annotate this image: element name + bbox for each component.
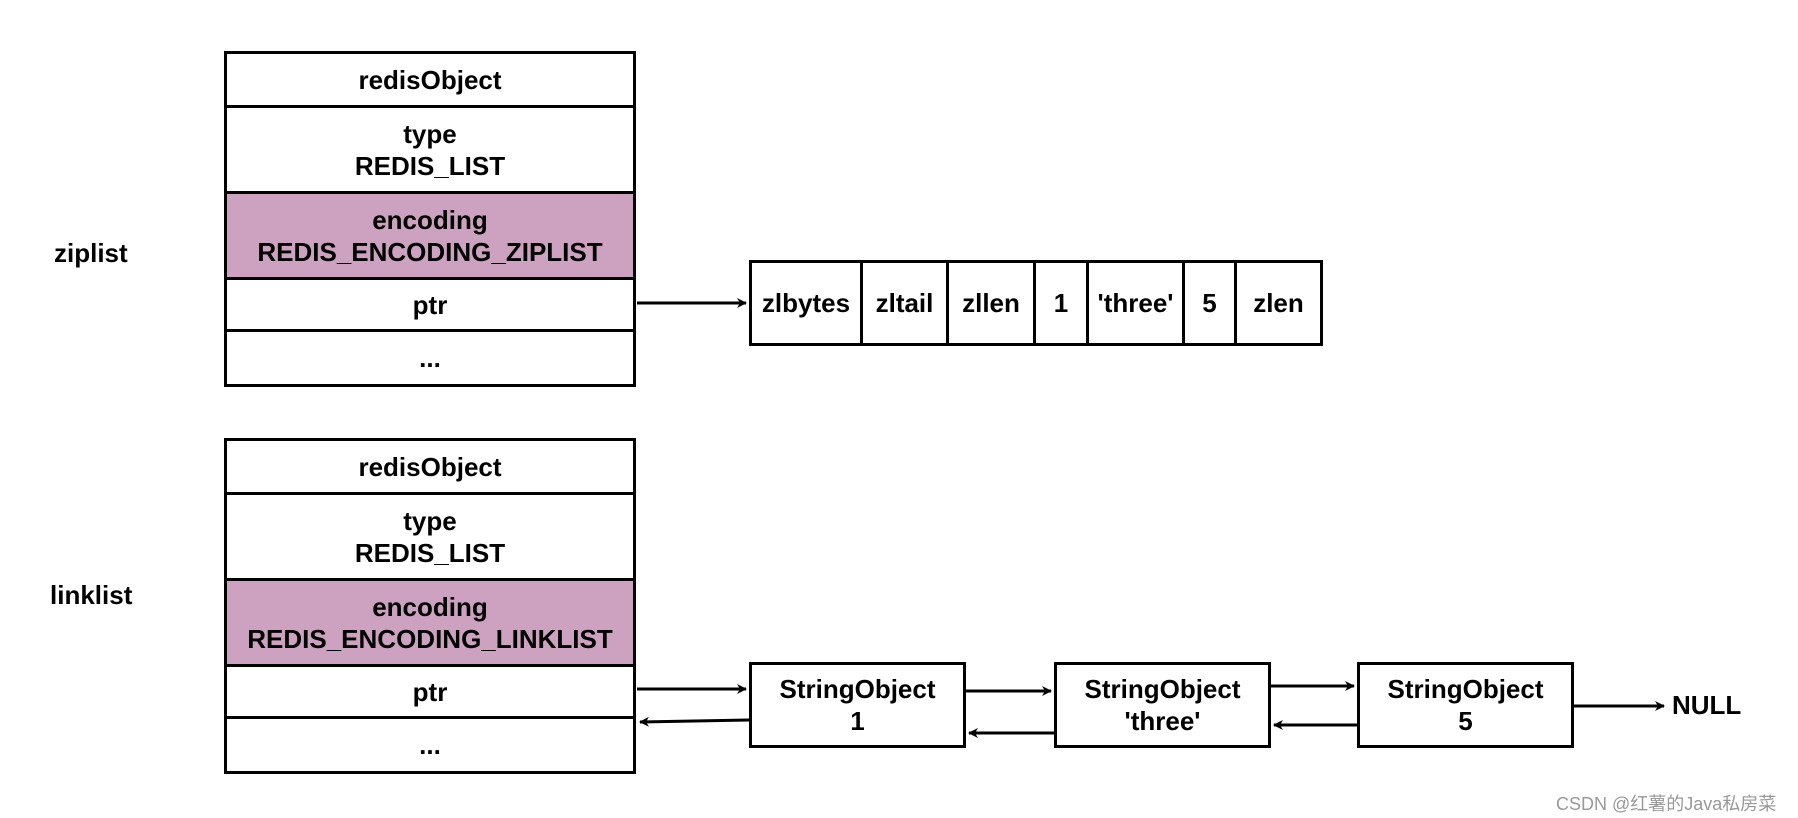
encoding-field-name: encoding <box>372 204 488 235</box>
ptr-field: ptr <box>227 280 633 332</box>
type-field: type REDIS_LIST <box>227 108 633 194</box>
prev-arrow-node1 <box>639 716 750 727</box>
ziplist-cell: zlen <box>1253 287 1304 318</box>
linklist-label: linklist <box>50 580 133 610</box>
ziplist-label: ziplist <box>54 238 128 268</box>
type-field: type REDIS_LIST <box>227 495 633 581</box>
ptr-field: ptr <box>227 667 633 719</box>
encoding-field-name: encoding <box>372 591 488 622</box>
encoding-field: encoding REDIS_ENCODING_LINKLIST <box>227 581 633 667</box>
string-object-node-1: StringObject 1 <box>749 662 966 748</box>
redis-object-header: redisObject <box>227 54 633 108</box>
ptr-field-text: ptr <box>412 676 448 707</box>
redis-object-header-text: redisObject <box>358 64 502 95</box>
watermark: CSDN @红薯的Java私房菜 <box>1556 794 1777 814</box>
encoding-field: encoding REDIS_ENCODING_ZIPLIST <box>227 194 633 280</box>
ziplist-cell: zltail <box>863 263 949 343</box>
encoding-field-value: REDIS_ENCODING_ZIPLIST <box>257 236 603 267</box>
ptr-field-text: ptr <box>412 289 448 320</box>
node-value: 'three' <box>1124 706 1201 736</box>
node-title: StringObject <box>779 674 936 704</box>
more-field: ... <box>227 332 633 384</box>
encoding-field-value: REDIS_ENCODING_LINKLIST <box>247 623 613 654</box>
more-field-text: ... <box>419 730 441 760</box>
string-object-node-2: StringObject 'three' <box>1054 662 1271 748</box>
type-field-value: REDIS_LIST <box>354 537 506 568</box>
node-value: 1 <box>850 706 865 736</box>
redis-object-header-text: redisObject <box>358 451 502 482</box>
more-field-text: ... <box>419 343 441 373</box>
ziplist-layout: zlbytes zltail zllen 1 'three' 5 zlen <box>749 260 1323 346</box>
string-object-node-3: StringObject 5 <box>1357 662 1574 748</box>
ziplist-redis-object: redisObject type REDIS_LIST encoding RED… <box>224 51 636 387</box>
node-title: StringObject <box>1387 674 1544 704</box>
node-title: StringObject <box>1084 674 1241 704</box>
node-value: 5 <box>1458 706 1473 736</box>
type-field-name: type <box>403 118 457 149</box>
ziplist-cell: 'three' <box>1089 263 1185 343</box>
ziplist-cell: zlbytes <box>752 263 863 343</box>
ziplist-cell: 1 <box>1036 263 1089 343</box>
linklist-redis-object: redisObject type REDIS_LIST encoding RED… <box>224 438 636 774</box>
null-terminator: NULL <box>1672 690 1742 720</box>
more-field: ... <box>227 719 633 771</box>
type-field-name: type <box>403 505 457 536</box>
ziplist-cell: 5 <box>1185 263 1237 343</box>
ziplist-cell: zllen <box>949 263 1036 343</box>
redis-object-header: redisObject <box>227 441 633 495</box>
type-field-value: REDIS_LIST <box>354 150 506 181</box>
